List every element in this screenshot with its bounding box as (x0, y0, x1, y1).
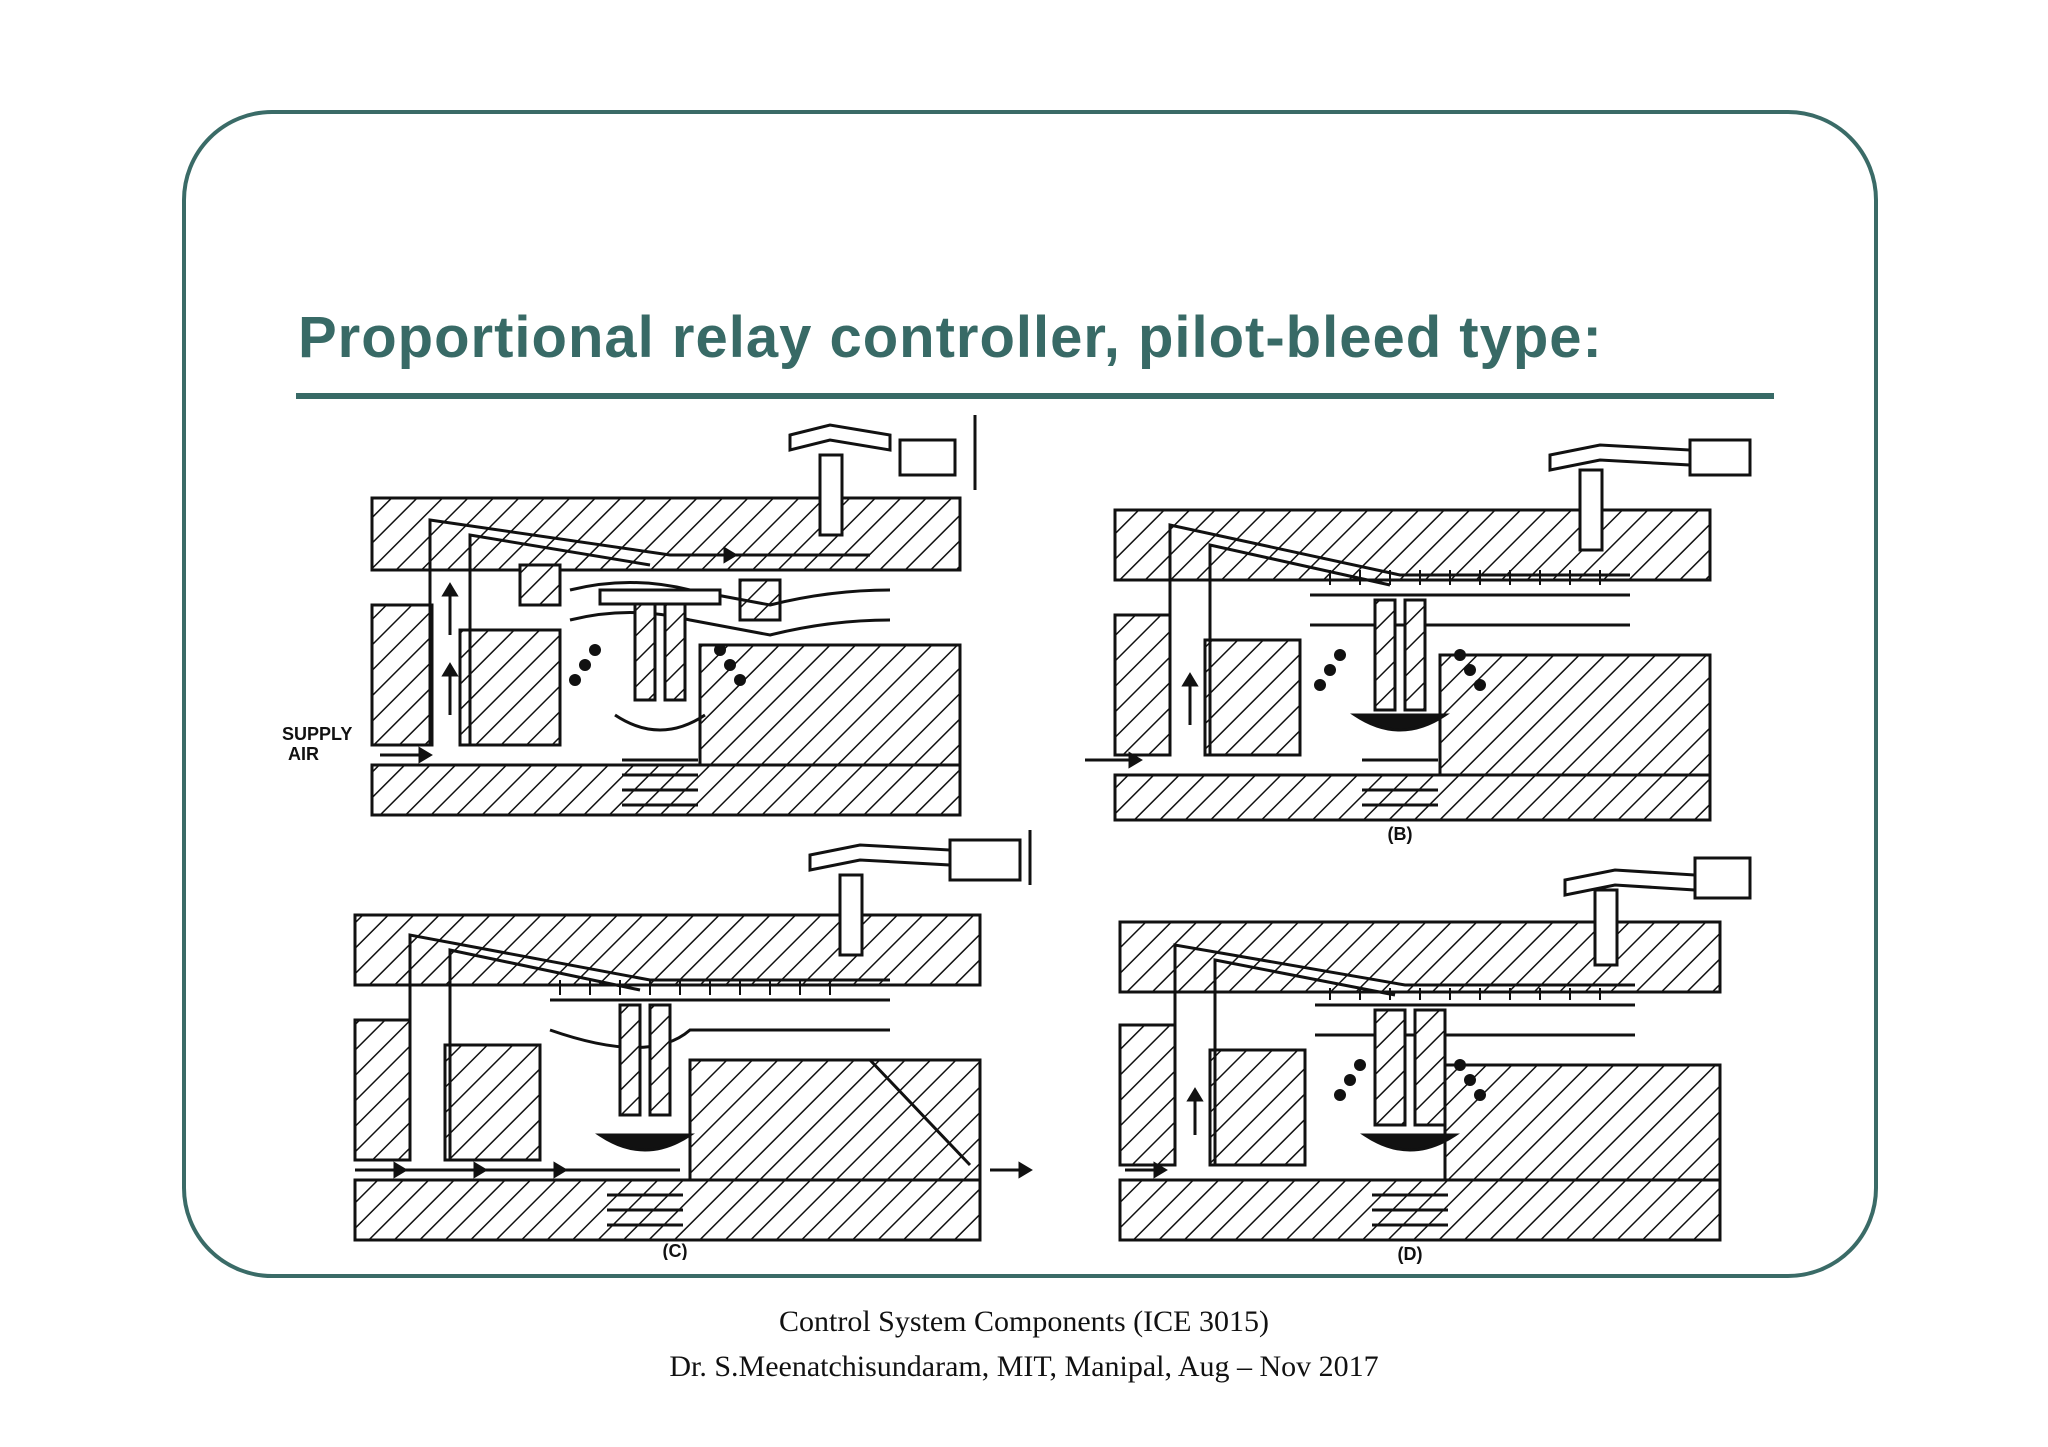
bellows (614, 713, 706, 807)
relay-stem (618, 1003, 672, 1117)
slide-frame (182, 110, 1878, 1278)
springs (569, 644, 746, 686)
bellows (595, 1133, 695, 1227)
supply-air-label: SUPPLY (282, 724, 352, 744)
air-passage (1173, 943, 1635, 1165)
flow-arrows (1085, 672, 1199, 769)
nozzle-flapper (1548, 438, 1752, 552)
footer-author: Dr. S.Meenatchisundaram, MIT, Manipal, A… (669, 1350, 1379, 1383)
nozzle-flapper (808, 830, 1032, 957)
bellows (1350, 713, 1450, 807)
nozzle-flapper (1563, 856, 1752, 967)
relay-diagram-a: SUPPLY AIR (282, 415, 977, 817)
flow-arrows (1125, 1087, 1204, 1179)
diagram-d-label: (D) (1398, 1244, 1423, 1264)
relay-stem (1373, 598, 1427, 712)
springs (1314, 649, 1486, 691)
pressure-arrows (1329, 570, 1601, 585)
relay-diagram-b: (B) (1085, 438, 1752, 844)
flow-arrows (360, 1161, 1033, 1179)
title-underline (296, 393, 1774, 399)
valve-body (1118, 920, 1722, 1242)
nozzle-flapper (788, 415, 977, 537)
springs (1334, 1059, 1486, 1101)
slide-title: Proportional relay controller, pilot-ble… (298, 305, 1603, 370)
relay-diagram-c: (C) (353, 830, 1033, 1260)
flow-arrows (385, 546, 738, 764)
valve-body (1113, 508, 1712, 822)
supply-air-label-2: AIR (288, 744, 319, 764)
relay-stem (598, 588, 722, 702)
diagram-c-label: (C) (663, 1241, 688, 1260)
relay-diagram-d: (D) (1118, 856, 1752, 1264)
pressure-arrows (559, 980, 831, 995)
bellows (1360, 1133, 1460, 1227)
air-passage (380, 518, 891, 757)
footer-course: Control System Components (ICE 3015) (779, 1305, 1269, 1338)
relay-stem (1373, 1008, 1447, 1127)
pressure-arrows (1329, 988, 1601, 1000)
diagram-b-label: (B) (1388, 824, 1413, 844)
